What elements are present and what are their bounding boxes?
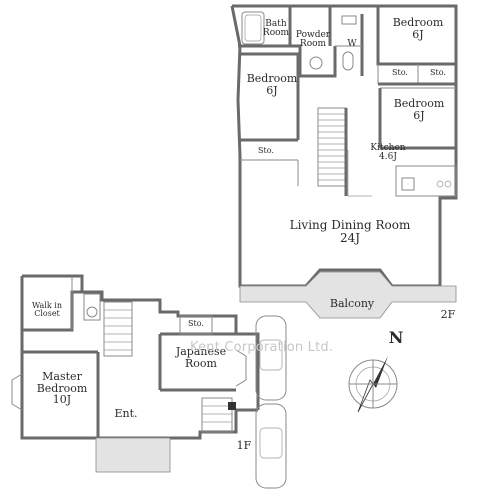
storage-label-b: Sto.	[430, 68, 446, 77]
room-label-powder: Powder Room	[295, 30, 331, 50]
compass-north-label: N	[388, 328, 404, 347]
parked-cars	[255, 315, 287, 489]
room-label-master-bedroom: Master Bedroom 10J	[36, 370, 88, 407]
watermark: Kent Corporation Ltd.	[190, 340, 334, 355]
entrance-label: Ent.	[114, 407, 138, 420]
second-floor-plan	[230, 4, 458, 319]
room-label-wc: W	[347, 39, 357, 49]
floor-label-2f: 2F	[440, 308, 456, 321]
storage-label-a: Sto.	[392, 68, 408, 77]
compass-rose	[348, 356, 398, 413]
room-label-bedroom-right: Bedroom 6J	[393, 97, 445, 122]
balcony-label: Balcony	[329, 297, 375, 310]
room-label-bedroom-top: Bedroom 6J	[392, 16, 444, 41]
room-label-bath: Bath Room	[262, 19, 290, 39]
storage-label-c: Sto.	[258, 146, 274, 155]
room-label-japanese: Japanese Room	[175, 345, 227, 370]
storage-label-1f: Sto.	[188, 319, 204, 328]
room-label-walk-in-closet: Walk in Closet	[32, 301, 62, 319]
room-label-bedroom-left: Bedroom 6J	[246, 72, 298, 97]
floor-label-1f: 1F	[236, 439, 252, 452]
first-floor-plan	[11, 274, 260, 473]
room-label-kitchen: Kitchen 4.6J	[370, 143, 406, 163]
room-label-living-dining: Living Dining Room 24J	[289, 218, 411, 245]
